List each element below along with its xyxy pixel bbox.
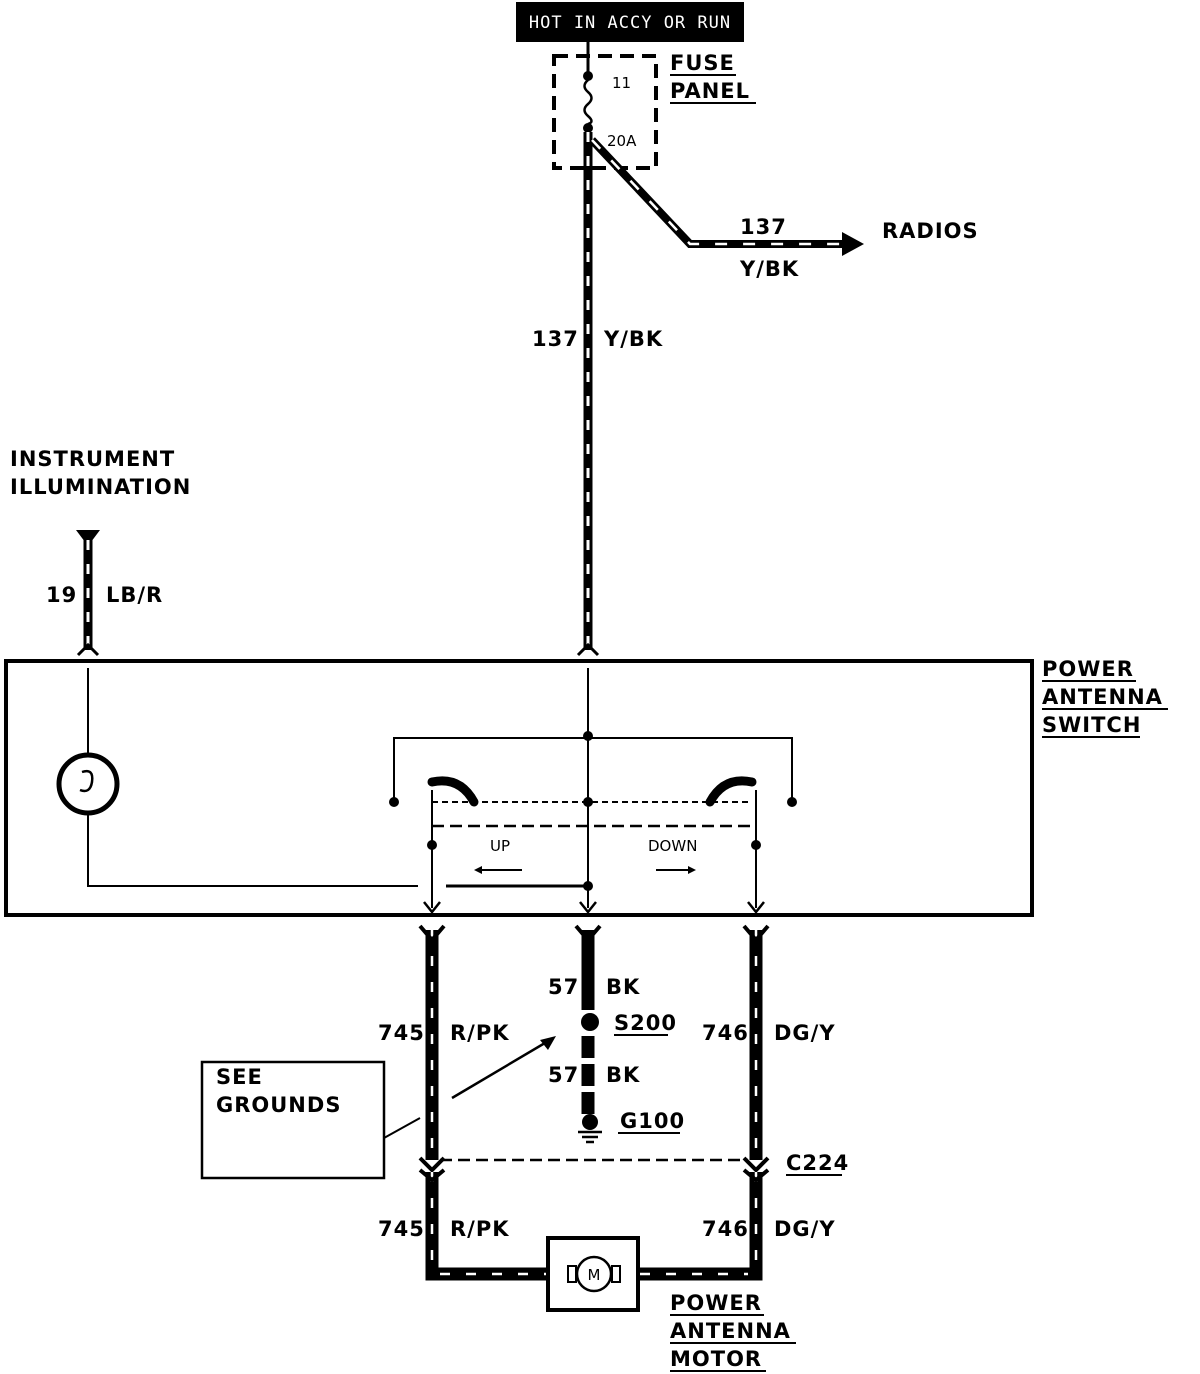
fuse-terminal-top — [583, 71, 593, 81]
fuse-panel-title-1: FUSE — [670, 51, 735, 75]
switch-title-1: POWER — [1042, 657, 1134, 681]
right-wire-circuit-upper: 746 — [702, 1021, 749, 1045]
ground-upper-color: BK — [606, 975, 640, 999]
illumination-circuit: 19 — [46, 583, 77, 607]
motor-icon — [575, 1255, 613, 1293]
illumination-title-1: INSTRUMENT — [10, 447, 175, 471]
fuse-terminal-bottom — [583, 123, 593, 133]
power-source-label: HOT IN ACCY OR RUN — [529, 13, 731, 33]
main-feed-circuit: 137 — [532, 327, 579, 351]
connector-name: C224 — [786, 1151, 849, 1175]
ground-symbol-icon — [578, 1130, 602, 1144]
fuse-panel-title-2: PANEL — [670, 79, 750, 103]
fuse-panel: 11 20A FUSE PANEL — [552, 42, 756, 170]
ground-point-name: G100 — [620, 1109, 685, 1133]
radio-feed-wire: 137 Y/BK RADIOS — [589, 137, 979, 281]
motor-title-1: POWER — [670, 1291, 762, 1315]
up-arrow-icon — [474, 866, 482, 874]
radios-arrow-icon — [842, 232, 864, 256]
radio-feed-color: Y/BK — [739, 257, 799, 281]
right-wire-color-upper: DG/Y — [774, 1021, 836, 1045]
up-switch-blade — [427, 776, 479, 807]
fuse-icon — [583, 79, 593, 126]
down-switch-blade — [705, 776, 757, 807]
ground-upper-circuit: 57 — [548, 975, 579, 999]
left-wire-color-lower: R/PK — [450, 1217, 510, 1241]
connector-c224: C224 — [440, 1151, 849, 1176]
motor-title-2: ANTENNA — [670, 1319, 791, 1343]
right-wire-746: 746 DG/Y 746 DG/Y — [702, 924, 836, 1274]
switch-title-3: SWITCH — [1042, 713, 1141, 737]
power-antenna-switch: POWER ANTENNA SWITCH UP DOWN — [4, 657, 1168, 917]
left-wire-color-upper: R/PK — [450, 1021, 510, 1045]
splice-name: S200 — [614, 1011, 677, 1035]
illumination-lamp-icon — [56, 752, 120, 816]
see-grounds-line1: SEE — [216, 1065, 263, 1089]
left-wire-745: 745 R/PK 745 R/PK — [378, 924, 510, 1274]
switch-title-2: ANTENNA — [1042, 685, 1163, 709]
fuse-rating: 20A — [607, 132, 637, 150]
motor-title-3: MOTOR — [670, 1347, 762, 1371]
motor-loop-wires — [425, 1267, 763, 1281]
see-grounds-callout: SEE GROUNDS — [200, 1036, 556, 1180]
right-wire-circuit-lower: 746 — [702, 1217, 749, 1241]
callout-arrow-icon — [540, 1036, 556, 1050]
main-feed-wire: 137 Y/BK — [532, 132, 663, 657]
radios-label: RADIOS — [882, 219, 979, 243]
see-grounds-line2: GROUNDS — [216, 1093, 341, 1117]
ground-circuit: 57 BK S200 57 BK G100 — [548, 924, 685, 1144]
instrument-illumination: INSTRUMENT ILLUMINATION 19 LB/R — [10, 447, 191, 657]
illumination-source-icon — [76, 530, 100, 546]
down-label: DOWN — [648, 837, 697, 855]
power-source-header: HOT IN ACCY OR RUN — [516, 2, 744, 42]
left-wire-circuit-lower: 745 — [378, 1217, 425, 1241]
main-feed-color: Y/BK — [603, 327, 663, 351]
illumination-title-2: ILLUMINATION — [10, 475, 191, 499]
right-wire-color-lower: DG/Y — [774, 1217, 836, 1241]
ground-lower-circuit: 57 — [548, 1063, 579, 1087]
fuse-number: 11 — [612, 74, 631, 92]
ground-lower-color: BK — [606, 1063, 640, 1087]
radio-feed-circuit: 137 — [740, 215, 787, 239]
down-arrow-icon — [688, 866, 696, 874]
left-wire-circuit-upper: 745 — [378, 1021, 425, 1045]
illumination-color: LB/R — [106, 583, 163, 607]
motor-symbol: M — [588, 1266, 601, 1284]
power-antenna-motor: M POWER ANTENNA MOTOR — [546, 1236, 796, 1372]
up-label: UP — [490, 837, 510, 855]
splice-s200-icon — [581, 1013, 599, 1031]
